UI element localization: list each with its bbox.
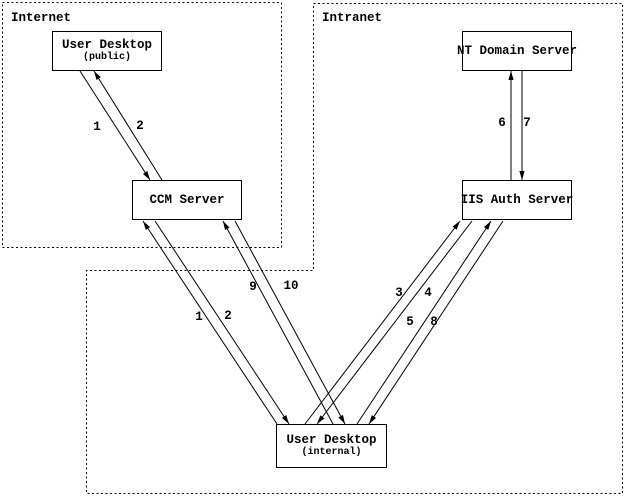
arrow-label-1-internal-ccm: 1 [195,310,203,324]
arrow-label-2-ccm-public: 2 [136,119,144,133]
arrow-label-2-ccm-internal: 2 [224,309,232,323]
connector-8-iis-to-internal [368,220,504,425]
node-title: CCM Server [149,192,225,207]
arrow-label-8-iis-internal: 8 [430,315,438,329]
node-iis-auth-server: IIS Auth Server [460,180,574,220]
node-ccm-server: CCM Server [132,180,242,220]
connector-1-public-to-ccm [79,70,151,181]
node-nt-domain-server: NT Domain Server [457,31,577,71]
arrow-label-3-internal-iis: 3 [395,286,403,300]
connector-2-ccm-to-public [93,70,163,181]
arrow-label-1-public-ccm: 1 [93,120,101,134]
connector-5-internal-to-iis [356,220,492,425]
arrow-label-6-iis-nt: 6 [498,116,506,130]
node-title: NT Domain Server [456,43,578,58]
node-subtitle: (public) [82,52,131,63]
node-title: IIS Auth Server [460,192,574,207]
node-user-desktop-internal: User Desktop (internal) [276,424,387,468]
internet-zone-border [2,2,282,248]
connector-9-internal-to-ccm [222,220,334,425]
zone-label-intranet: Intranet [322,11,383,25]
arrow-label-9-internal-ccm: 9 [249,280,257,294]
node-subtitle: (internal) [301,447,362,458]
connector-10-ccm-to-internal [234,220,346,425]
connector-1-internal-to-ccm [142,220,278,425]
arrow-label-7-nt-iis: 7 [523,116,531,130]
zone-label-internet: Internet [11,11,72,25]
node-title: User Desktop [286,433,377,447]
connector-3-internal-to-iis [304,220,461,425]
arrow-label-10-ccm-internal: 10 [283,279,299,293]
connector-2-ccm-to-internal [154,220,290,425]
node-user-desktop-public: User Desktop (public) [52,31,162,71]
arrow-label-5-internal-iis: 5 [406,315,414,329]
intranet-zone-border [86,3,623,494]
node-title: User Desktop [61,38,152,52]
connector-4-iis-to-internal [316,220,473,425]
arrow-label-4-iis-internal: 4 [424,286,432,300]
